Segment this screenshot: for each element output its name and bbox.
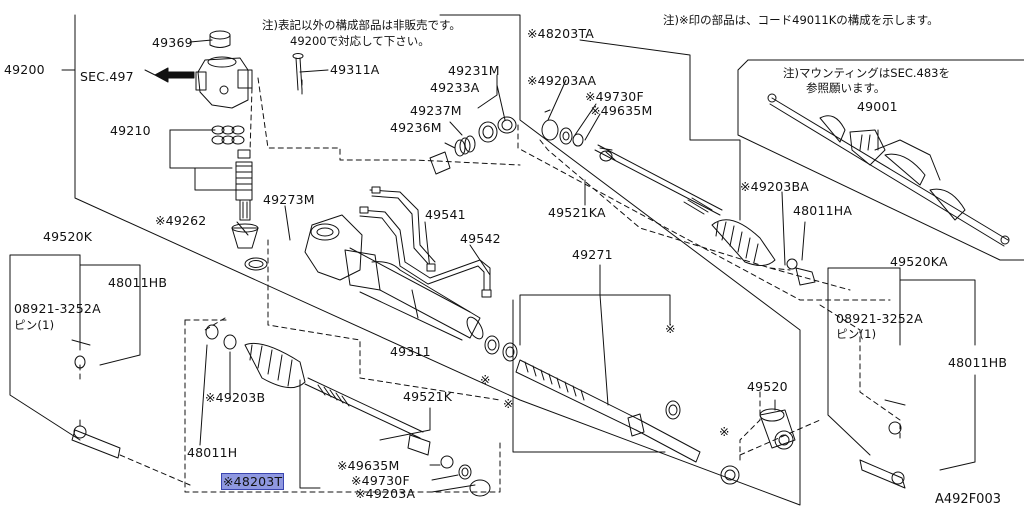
label-08921-right: 08921-3252A bbox=[836, 311, 923, 326]
part-bottom-boot bbox=[205, 324, 306, 389]
label-49521K: 49521K bbox=[403, 389, 453, 404]
part-top-inner-tie-rod bbox=[594, 144, 723, 216]
label-48203T: ※48203T bbox=[220, 473, 285, 490]
right-tie-rod-bracket bbox=[827, 267, 976, 471]
part-49262-cone bbox=[231, 223, 268, 271]
part-bottom-inner-tie-rod bbox=[304, 377, 491, 497]
part-valve-housing bbox=[195, 56, 253, 109]
part-top-boot bbox=[711, 219, 816, 286]
note-mounting-1: 注)マウンティングはSEC.483を bbox=[783, 66, 950, 80]
label-49001: 49001 bbox=[857, 99, 898, 114]
note-mounting-2: 参照願います。 bbox=[806, 81, 886, 95]
part-49311A-bolt bbox=[292, 53, 304, 91]
label-49203AA: ※49203AA bbox=[527, 73, 597, 88]
label-49262: ※49262 bbox=[155, 213, 207, 228]
part-hydraulic-lines bbox=[359, 186, 492, 298]
note-not-sold-2: 49200で対応して下さい。 bbox=[290, 34, 430, 48]
label-49520: 49520 bbox=[747, 379, 788, 394]
label-49203A: ※49203A bbox=[355, 486, 416, 501]
label-49520K: 49520K bbox=[43, 229, 93, 244]
label-48011HA: 48011HA bbox=[793, 203, 853, 218]
part-49311-rings bbox=[484, 335, 518, 362]
label-sec497: SEC.497 bbox=[80, 69, 134, 84]
asterisk-marker: ※ bbox=[719, 424, 730, 439]
note-not-sold-1: 注)表記以外の構成部品は非販売です。 bbox=[262, 18, 461, 32]
asterisk-marker: ※ bbox=[480, 372, 491, 387]
label-pin-left: ピン(1) bbox=[14, 318, 55, 332]
part-top-clamps bbox=[541, 109, 584, 147]
label-49273M: 49273M bbox=[263, 192, 315, 207]
main-assembly-frame bbox=[61, 14, 801, 506]
label-49369: 49369 bbox=[152, 35, 193, 50]
label-49520KA: 49520KA bbox=[890, 254, 948, 269]
rack-frame bbox=[512, 299, 666, 453]
sec497-arrow bbox=[154, 67, 195, 83]
label-49237M: 49237M bbox=[410, 103, 462, 118]
part-pinion-shaft bbox=[235, 149, 253, 221]
label-49730F-top: ※49730F bbox=[585, 89, 644, 104]
leader-lines bbox=[144, 39, 879, 493]
left-tie-rod-bracket bbox=[9, 254, 141, 441]
label-49311A: 49311A bbox=[330, 62, 380, 77]
part-left-tie-rod-end bbox=[71, 339, 121, 459]
asterisk-marker: ※ bbox=[503, 396, 514, 411]
inset-frame bbox=[737, 59, 1024, 261]
label-49210: 49210 bbox=[110, 123, 151, 138]
boot-kit-frame-top bbox=[517, 124, 891, 301]
asterisk-marker: ※ bbox=[665, 321, 676, 336]
part-49210-seals bbox=[211, 125, 245, 145]
part-right-tie-rod-end bbox=[859, 399, 906, 489]
label-49203BA: ※49203BA bbox=[740, 179, 809, 194]
label-49233A: 49233A bbox=[430, 80, 480, 95]
part-49369-cap bbox=[209, 30, 231, 48]
label-48011HB-left: 48011HB bbox=[108, 275, 168, 290]
label-48203TA: ※48203TA bbox=[527, 26, 595, 41]
label-49542: 49542 bbox=[460, 231, 501, 246]
label-49271: 49271 bbox=[572, 247, 613, 262]
note-top-right: 注)※印の部品は、コード49011Kの構成を示します。 bbox=[663, 13, 939, 27]
label-49311: 49311 bbox=[390, 344, 431, 359]
label-pin-right: ピン(1) bbox=[836, 327, 877, 341]
part-gear-housing bbox=[304, 214, 484, 341]
label-48011H: 48011H bbox=[187, 445, 238, 460]
label-08921-left: 08921-3252A bbox=[14, 301, 101, 316]
part-49520-bushing bbox=[720, 408, 796, 485]
label-49236M: 49236M bbox=[390, 120, 442, 135]
label-48203T-highlight: ※48203T bbox=[220, 473, 285, 490]
label-49521KA: 49521KA bbox=[548, 205, 606, 220]
label-49635M-top: ※49635M bbox=[590, 103, 653, 118]
part-valve-seals bbox=[429, 116, 517, 175]
label-49200: 49200 bbox=[4, 62, 45, 77]
label-49231M: 49231M bbox=[448, 63, 500, 78]
diagram-code: A492F003 bbox=[935, 492, 1001, 507]
part-49001-inset-assembly bbox=[767, 93, 1010, 247]
label-49635M-bottom: ※49635M bbox=[337, 458, 400, 473]
label-49541: 49541 bbox=[425, 207, 466, 222]
label-49203B: ※49203B bbox=[205, 390, 266, 405]
part-49271-rack bbox=[515, 359, 701, 463]
label-49730F-bottom: ※49730F bbox=[351, 473, 410, 488]
label-48011HB-right: 48011HB bbox=[948, 355, 1008, 370]
